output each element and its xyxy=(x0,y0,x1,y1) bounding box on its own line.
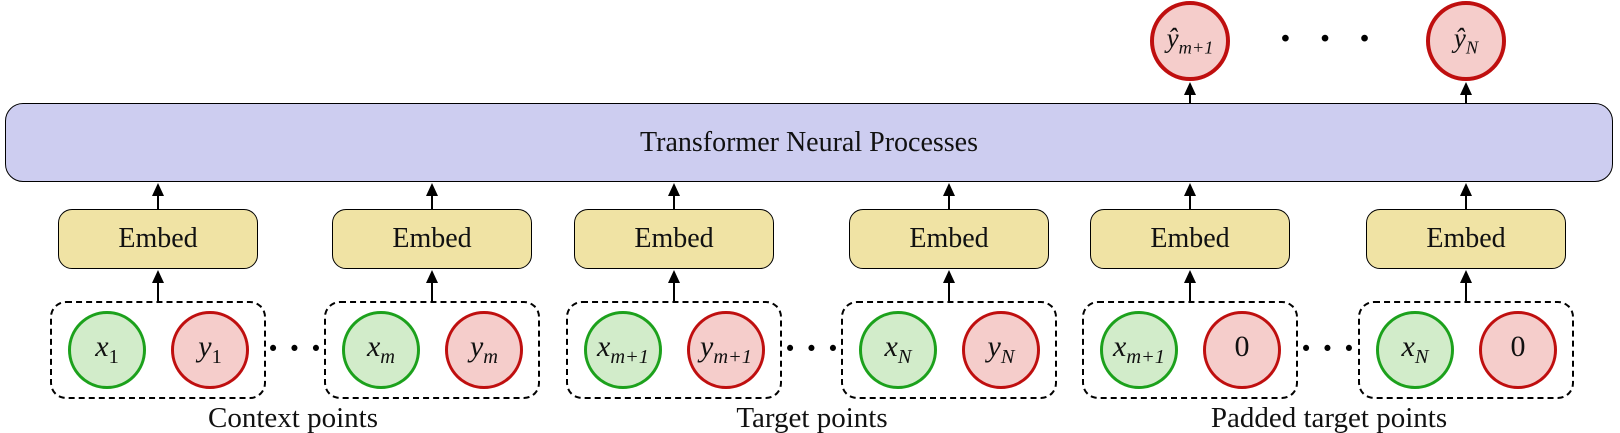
transformer-box: Transformer Neural Processes xyxy=(5,103,1613,182)
y-node: ym+1 xyxy=(687,311,765,389)
y-node-label: y1 xyxy=(198,330,222,369)
embed-box: Embed xyxy=(574,209,774,269)
ellipsis-icon: ••• xyxy=(1278,27,1398,53)
zero-node: 0 xyxy=(1203,311,1281,389)
output-node: ŷm+1 xyxy=(1150,1,1230,81)
y-node: y1 xyxy=(171,311,249,389)
embed-label: Embed xyxy=(909,223,989,254)
x-node: xm+1 xyxy=(1100,311,1178,389)
section-label-target: Target points xyxy=(736,402,888,433)
x-node: xm xyxy=(342,311,420,389)
output-node-label: ŷm+1 xyxy=(1166,23,1214,58)
y-node-label: yN xyxy=(987,330,1015,369)
embed-label: Embed xyxy=(392,223,472,254)
x-node-label: x1 xyxy=(95,330,119,369)
ellipsis-icon: ••• xyxy=(1299,337,1365,361)
section-label-context: Context points xyxy=(208,402,378,433)
pair-group-box xyxy=(841,301,1057,399)
pair-group-box xyxy=(1082,301,1298,399)
output-node-label: ŷN xyxy=(1453,23,1479,58)
pair-group-box xyxy=(1358,301,1574,399)
x-node: xm+1 xyxy=(584,311,662,389)
embed-label: Embed xyxy=(634,223,714,254)
embed-box: Embed xyxy=(58,209,258,269)
x-node-label: xN xyxy=(884,330,912,369)
x-node-label: xm+1 xyxy=(1112,330,1165,369)
embed-label: Embed xyxy=(1426,223,1506,254)
embed-box: Embed xyxy=(332,209,532,269)
pair-group-box xyxy=(50,301,266,399)
x-node: xN xyxy=(859,311,937,389)
pair-group-box xyxy=(566,301,782,399)
embed-label: Embed xyxy=(1150,223,1230,254)
x-node-label: xm xyxy=(366,330,396,369)
y-node: ym xyxy=(445,311,523,389)
output-node: ŷN xyxy=(1426,1,1506,81)
embed-box: Embed xyxy=(1366,209,1566,269)
ellipsis-icon: ••• xyxy=(266,337,332,361)
x-node: xN xyxy=(1376,311,1454,389)
transformer-title: Transformer Neural Processes xyxy=(640,126,978,158)
zero-node: 0 xyxy=(1479,311,1557,389)
y-node: yN xyxy=(962,311,1040,389)
zero-node-label: 0 xyxy=(1234,330,1250,364)
x-node-label: xN xyxy=(1401,330,1429,369)
embed-box: Embed xyxy=(849,209,1049,269)
pair-group-box xyxy=(324,301,540,399)
x-node-label: xm+1 xyxy=(596,330,649,369)
y-node-label: ym+1 xyxy=(699,330,752,369)
embed-box: Embed xyxy=(1090,209,1290,269)
y-node-label: ym xyxy=(469,330,499,369)
x-node: x1 xyxy=(68,311,146,389)
ellipsis-icon: ••• xyxy=(783,337,849,361)
embed-label: Embed xyxy=(118,223,198,254)
section-label-padded: Padded target points xyxy=(1210,402,1448,433)
zero-node-label: 0 xyxy=(1510,330,1526,364)
